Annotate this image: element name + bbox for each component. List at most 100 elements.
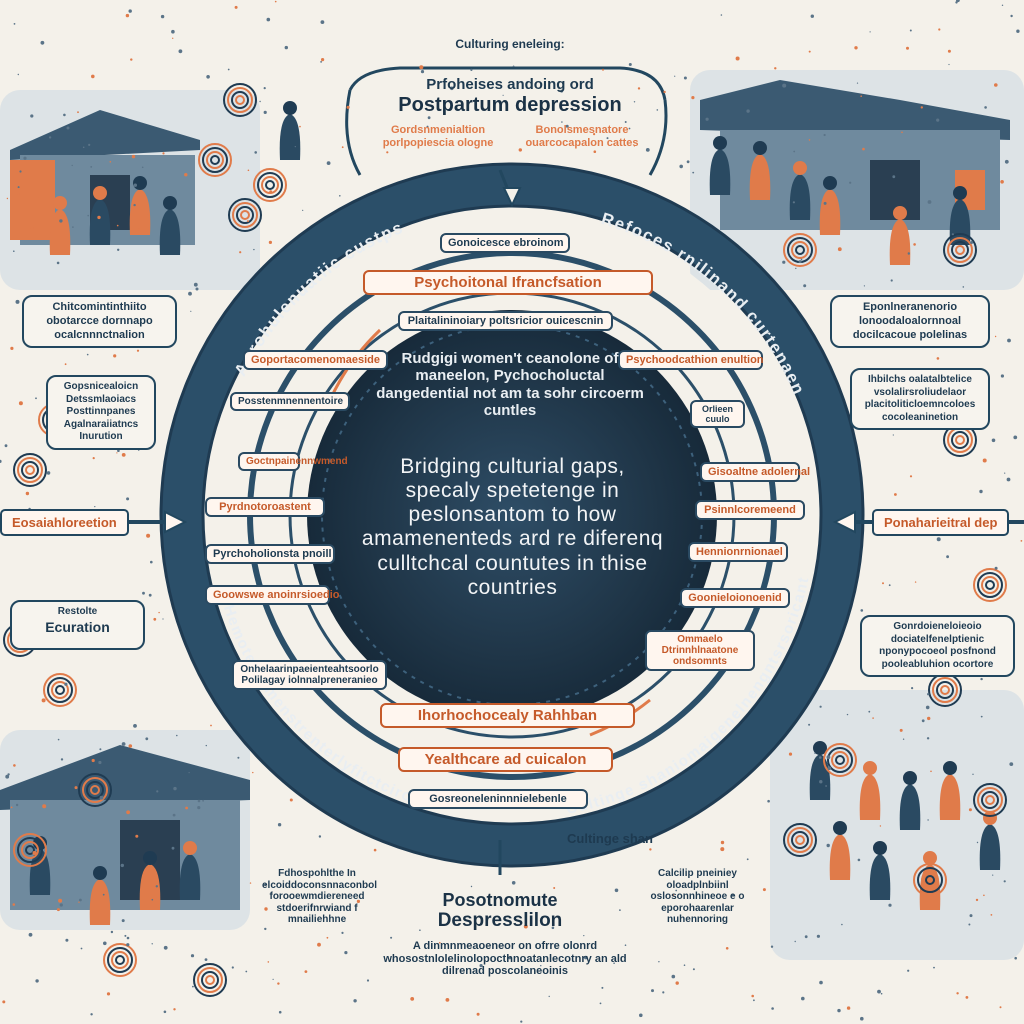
- texture-dot: [823, 201, 827, 205]
- texture-dot: [171, 29, 175, 34]
- inner-pill: Psychoodcathion enultion: [618, 350, 764, 370]
- texture-dot: [5, 774, 10, 779]
- texture-dot: [252, 771, 254, 774]
- texture-dot: [860, 95, 862, 97]
- swirl-ring: [197, 967, 223, 993]
- texture-dot: [692, 171, 695, 174]
- texture-dot: [28, 932, 33, 937]
- texture-dot: [97, 215, 101, 220]
- texture-dot: [1000, 374, 1005, 378]
- texture-dot: [760, 175, 764, 179]
- texture-dot: [23, 156, 27, 160]
- inner-pill: Goportacomenomaeside: [243, 350, 388, 370]
- texture-dot: [794, 940, 796, 943]
- inner-pill: Gisoaltne adolernal: [700, 462, 810, 482]
- texture-dot: [146, 533, 151, 538]
- swirl-ring: [231, 91, 249, 109]
- texture-dot: [1007, 338, 1011, 343]
- inner-pill-main: Ihorhochocealy Rahhban: [380, 703, 635, 728]
- texture-dot: [145, 737, 149, 741]
- texture-dot: [933, 966, 935, 969]
- texture-dot: [419, 65, 424, 70]
- texture-dot: [272, 978, 274, 981]
- texture-dot: [136, 349, 140, 352]
- texture-dot: [800, 258, 803, 261]
- swirl-ring: [17, 837, 43, 863]
- texture-dot: [565, 124, 569, 128]
- texture-dot: [624, 944, 627, 946]
- swirl-ring: [21, 841, 39, 859]
- texture-dot: [121, 742, 126, 746]
- texture-dot: [947, 49, 951, 53]
- texture-dot: [130, 58, 133, 61]
- texture-dot: [548, 995, 550, 998]
- swirl-ring: [17, 457, 43, 483]
- texture-dot: [980, 715, 983, 718]
- texture-dot: [767, 799, 770, 803]
- texture-dot: [317, 942, 321, 947]
- texture-dot: [185, 806, 189, 810]
- texture-dot: [808, 50, 811, 53]
- texture-dot: [921, 719, 925, 723]
- texture-dot: [909, 475, 913, 478]
- texture-dot: [94, 506, 96, 508]
- texture-dot: [128, 9, 132, 13]
- texture-dot: [637, 87, 641, 90]
- texture-dot: [202, 799, 205, 802]
- texture-dot: [826, 843, 830, 848]
- texture-dot: [819, 780, 823, 784]
- texture-dot: [990, 914, 993, 916]
- texture-dot: [679, 164, 683, 169]
- texture-dot: [116, 224, 119, 227]
- texture-dot: [795, 267, 797, 270]
- texture-dot: [171, 846, 175, 850]
- texture-dot: [837, 1008, 841, 1013]
- texture-dot: [837, 247, 842, 252]
- texture-dot: [1016, 29, 1020, 33]
- texture-dot: [956, 992, 959, 995]
- swirl-ring: [795, 245, 805, 255]
- texture-dot: [926, 737, 930, 740]
- texture-dot: [267, 961, 270, 963]
- texture-dot: [671, 974, 676, 979]
- side-box-left-upper: Chitcomintinthiito obotarcce dornnapo oc…: [22, 295, 177, 349]
- texture-dot: [946, 555, 949, 559]
- center-side-badge: Orlieen cuulo: [690, 400, 745, 428]
- texture-dot: [445, 998, 450, 1002]
- person-figure: [709, 136, 731, 195]
- swirl-ring: [232, 202, 258, 228]
- swirl-ring: [791, 241, 809, 259]
- texture-dot: [227, 68, 230, 71]
- texture-dot: [658, 961, 660, 963]
- swirl-ring: [787, 827, 813, 853]
- texture-dot: [71, 164, 73, 167]
- texture-dot: [133, 183, 137, 187]
- texture-dot: [868, 710, 871, 713]
- texture-dot: [651, 989, 654, 993]
- texture-dot: [64, 682, 68, 686]
- texture-dot: [64, 363, 67, 366]
- center-paragraph-top: Rudgigi women't ceanolone of maneelon, P…: [376, 350, 644, 419]
- texture-dot: [264, 883, 267, 887]
- swirl-ring: [107, 947, 133, 973]
- texture-dot: [41, 698, 46, 703]
- texture-dot: [520, 1020, 523, 1023]
- texture-dot: [245, 970, 248, 973]
- texture-dot: [46, 471, 51, 475]
- texture-dot: [48, 136, 52, 139]
- texture-dot: [91, 758, 95, 763]
- texture-dot: [762, 888, 766, 892]
- footer-description: A dinmnmeaoeneor on ofrre olonrd whosost…: [383, 940, 627, 978]
- texture-dot: [237, 756, 240, 759]
- texture-dot: [88, 143, 91, 146]
- texture-dot: [927, 716, 931, 721]
- texture-dot: [439, 941, 441, 944]
- texture-dot: [846, 1006, 851, 1010]
- texture-dot: [10, 346, 14, 350]
- texture-dot: [156, 790, 159, 793]
- texture-dot: [79, 898, 82, 902]
- texture-dot: [1000, 180, 1004, 184]
- texture-dot: [86, 353, 89, 356]
- texture-dot: [386, 151, 389, 154]
- texture-dot: [90, 1013, 93, 1016]
